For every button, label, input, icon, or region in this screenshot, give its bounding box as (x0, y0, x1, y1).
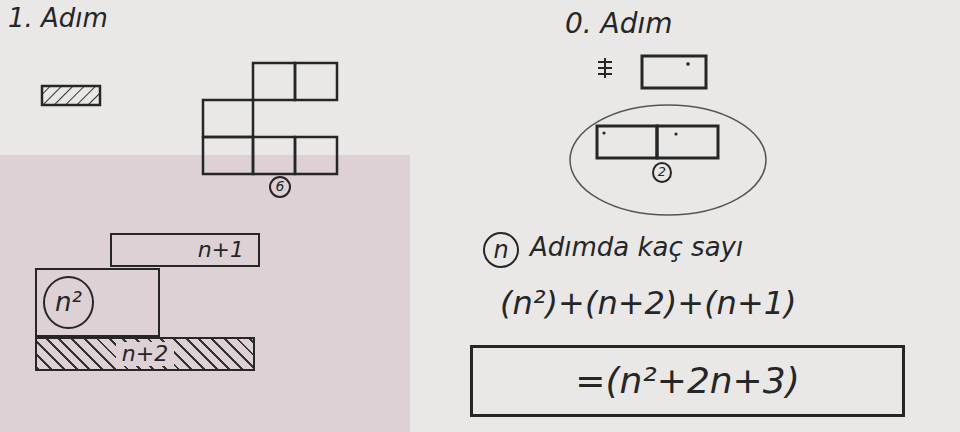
circled-number: n (483, 232, 519, 268)
node-text: 2 (658, 165, 666, 179)
labelled-box: =(n²+2n+3) (470, 345, 905, 417)
node-text: n² (43, 276, 94, 329)
staircase-squares (203, 63, 337, 174)
handwritten-note: Adımda kaç sayı (530, 233, 743, 263)
dot (602, 131, 605, 134)
node-text: n (493, 237, 508, 263)
labelled-box: n² (35, 268, 160, 337)
scribble (598, 58, 612, 78)
handwritten-note: 0. Adım (565, 8, 673, 40)
node-text: n+2 (116, 342, 174, 366)
labelled-box: n+2 (35, 337, 255, 371)
paper-shade (0, 155, 410, 432)
circled-number: 2 (652, 162, 672, 183)
dot (674, 132, 677, 135)
node-text: n+1 (198, 238, 244, 262)
node-text: 6 (276, 179, 285, 194)
dot (686, 62, 690, 66)
group-ellipse (570, 105, 766, 215)
circled-number: 6 (269, 176, 291, 198)
single-square (642, 56, 706, 88)
handwritten-note: (n²)+(n+2)+(n+1) (500, 285, 797, 322)
hatched-bar (42, 86, 100, 105)
node-text: =(n²+2n+3) (575, 361, 799, 401)
labelled-box: n+1 (110, 233, 260, 267)
two-squares (597, 126, 718, 158)
handwritten-note: 1. Adım (8, 4, 108, 34)
